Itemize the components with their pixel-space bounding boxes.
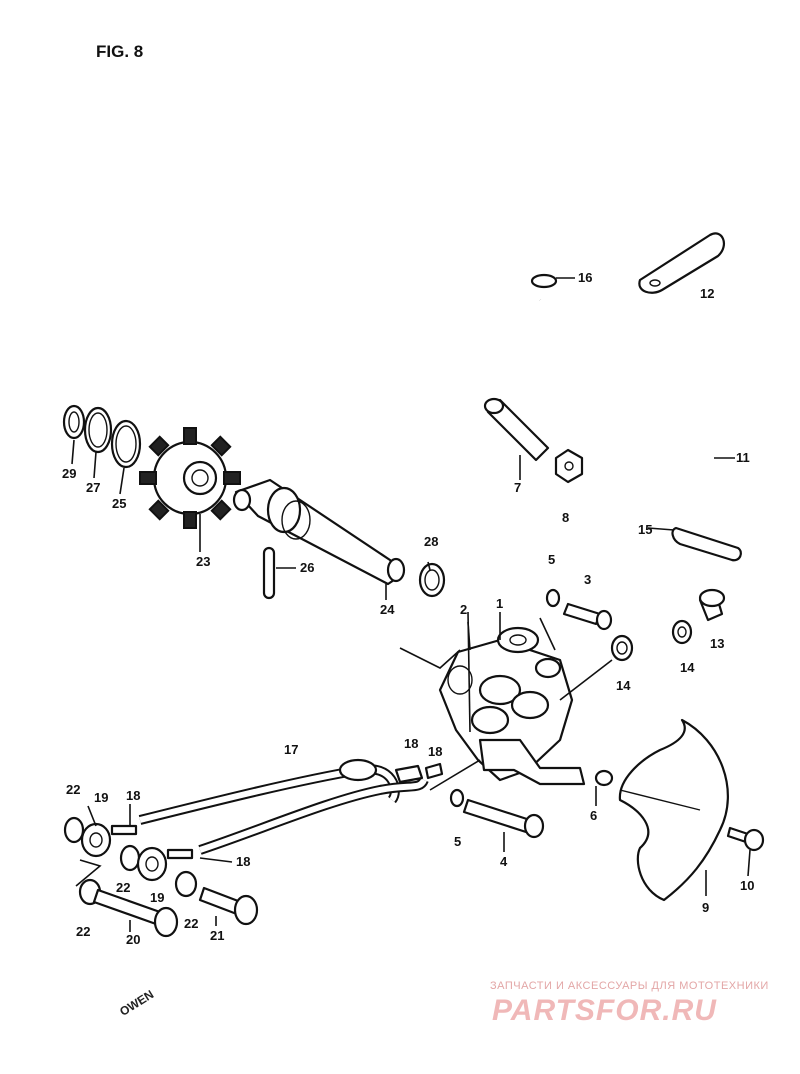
screw-10: [726, 826, 765, 852]
washer-28: [418, 562, 446, 598]
drive-gear: [139, 427, 241, 529]
hose-clip: [530, 273, 575, 289]
pin: [262, 546, 296, 600]
label-14b: 14: [680, 660, 695, 675]
callout-numbers: 1 2 3 4 5 5 6 7 8 9 10 11 12 13 14 14 15…: [62, 270, 754, 947]
label-5b: 5: [454, 834, 461, 849]
label-7: 7: [514, 480, 521, 495]
label-9: 9: [702, 900, 709, 915]
oil-hose: [535, 298, 709, 654]
label-27: 27: [86, 480, 100, 495]
label-14a: 14: [616, 678, 631, 693]
label-18b: 18: [428, 744, 442, 759]
label-11: 11: [736, 450, 750, 465]
callout-lines: [467, 457, 735, 733]
label-22a: 22: [66, 782, 80, 797]
label-1: 1: [496, 596, 503, 611]
hose-clamp: [647, 526, 742, 562]
screw-3: [562, 602, 613, 631]
label-13: 13: [710, 636, 724, 651]
label-29: 29: [62, 466, 76, 481]
label-16: 16: [578, 270, 592, 285]
label-28: 28: [424, 534, 438, 549]
washers-14: [610, 619, 693, 662]
washer-5-bottom: [429, 759, 481, 808]
label-19a: 19: [94, 790, 108, 805]
label-18a: 18: [404, 736, 418, 751]
label-18d: 18: [236, 854, 250, 869]
label-6: 6: [590, 808, 597, 823]
label-20: 20: [126, 932, 140, 947]
label-17: 17: [284, 742, 298, 757]
clamp-plate: [638, 232, 726, 294]
pump-shaft: [232, 478, 406, 586]
banjo-fittings: [63, 816, 198, 906]
label-22b: 22: [116, 880, 130, 895]
label-5a: 5: [548, 552, 555, 567]
label-12: 12: [700, 286, 714, 301]
label-21: 21: [210, 928, 224, 943]
pump-cover: [618, 718, 729, 902]
oil-pipes: [138, 758, 444, 855]
label-26: 26: [300, 560, 314, 575]
washer-5-top: [545, 588, 561, 608]
watermark-logo: PARTSFOR.RU: [492, 994, 717, 1027]
screw-6: [594, 769, 614, 787]
label-18c: 18: [126, 788, 140, 803]
label-22d: 22: [184, 916, 198, 931]
screw-4: [462, 798, 545, 839]
nut: [554, 448, 584, 484]
watermark-tagline: ЗАПЧАСТИ И АКСЕССУАРЫ ДЛЯ МОТОТЕХНИКИ: [490, 980, 769, 992]
label-24: 24: [380, 602, 395, 617]
label-3: 3: [584, 572, 591, 587]
label-2: 2: [460, 602, 467, 617]
oil-pump-body: [438, 626, 586, 786]
label-22c: 22: [76, 924, 90, 939]
figure-title: FIG. 8: [96, 42, 144, 61]
label-10: 10: [740, 878, 754, 893]
union-leader-lines: [75, 859, 102, 887]
union-bolts: [92, 886, 259, 938]
label-19b: 19: [150, 890, 164, 905]
label-8: 8: [562, 510, 569, 525]
washers-left: [62, 404, 142, 469]
bolt-13: [698, 588, 726, 622]
label-25: 25: [112, 496, 126, 511]
number-leader-lines: [71, 439, 751, 932]
label-4: 4: [500, 854, 508, 869]
banjo-bolt: [483, 397, 550, 478]
label-23: 23: [196, 554, 210, 569]
label-15: 15: [638, 522, 652, 537]
